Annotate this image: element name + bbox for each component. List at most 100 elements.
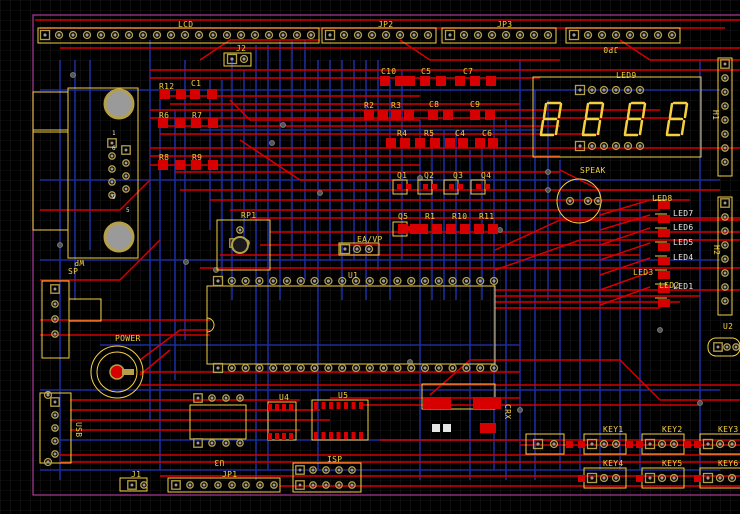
key2-pad: [644, 438, 656, 450]
led9-pad: [635, 141, 645, 151]
isp-pad: [309, 466, 317, 474]
led9-pad: [611, 141, 621, 151]
smd-pad: [430, 138, 440, 148]
h1-pad: [721, 102, 729, 110]
c3-pad: [480, 423, 496, 433]
smd-pad: [470, 76, 480, 86]
u1-pad: [365, 276, 374, 286]
lcd-pad: [96, 30, 106, 40]
label-r5: R5: [424, 129, 435, 138]
u3-pad: [236, 439, 244, 447]
h2-pad: [721, 269, 729, 277]
db9-pad: [122, 172, 130, 180]
transistor-pad: [397, 184, 402, 189]
u5-pad: [314, 402, 318, 409]
label-r3: R3: [391, 101, 402, 110]
label-key4: KEY4: [603, 459, 624, 468]
jp2-pad: [367, 30, 377, 40]
label-h2: H2: [712, 245, 721, 256]
j2-pad: [239, 54, 249, 64]
db9-pad: [122, 185, 130, 193]
label-u5: U5: [338, 391, 349, 400]
j2-pad: [226, 53, 238, 65]
led-pad: [658, 243, 670, 251]
c2-pad-2: [443, 424, 451, 432]
db9-pad: [108, 178, 116, 186]
key5-pad: [657, 473, 667, 483]
key-smd-pad: [566, 441, 573, 448]
label-led7: LED7: [673, 209, 694, 218]
usb-pad: [51, 411, 59, 419]
lcd-pad: [292, 30, 302, 40]
lcd-pad: [264, 30, 274, 40]
smd-pad: [208, 160, 218, 170]
u5-pad: [351, 432, 356, 439]
transistor-pad: [476, 184, 481, 189]
lcd-pad: [82, 30, 92, 40]
label-led4: LED4: [673, 253, 694, 262]
lcd-pad: [306, 30, 316, 40]
smd-pad: [386, 138, 396, 148]
u4-pad: [289, 433, 293, 440]
jp1-pad: [214, 481, 222, 489]
jp1-pad: [200, 481, 208, 489]
smd-pad: [175, 118, 185, 128]
jp1-pad: [270, 481, 278, 489]
key-pad: [549, 439, 559, 449]
speak-pad: [583, 196, 593, 206]
label-led3: LED3: [633, 268, 654, 277]
label-u4: U4: [279, 393, 290, 402]
key-smd-pad: [578, 475, 585, 482]
smd-pad: [446, 224, 456, 234]
label-c7: C7: [463, 67, 474, 76]
jp3-pad: [459, 30, 469, 40]
smd-pad: [475, 138, 485, 148]
label-led2: LED2: [659, 281, 680, 290]
label-c9: C9: [470, 100, 481, 109]
h2-pad: [721, 283, 729, 291]
sp-pad: [50, 284, 60, 294]
u1-pad: [476, 363, 485, 373]
u1-pad: [407, 276, 416, 286]
lcd-pad: [138, 30, 148, 40]
label-lcd: LCD: [178, 20, 194, 29]
smd-pad: [208, 118, 218, 128]
label-key1: KEY1: [603, 425, 624, 434]
jp2-pad: [381, 30, 391, 40]
u3-pad: [193, 393, 203, 403]
lcd-pad: [194, 30, 204, 40]
seven-segment-digits: [539, 101, 689, 137]
key-pad: [532, 438, 544, 450]
u3-pad: [222, 439, 230, 447]
u4-pad: [275, 433, 279, 440]
label-c1: C1: [191, 79, 202, 88]
label-r1: R1: [425, 212, 436, 221]
smd-pad: [400, 138, 410, 148]
jp2-pad: [423, 30, 433, 40]
u2-pad: [732, 343, 740, 351]
u1-pad: [269, 363, 278, 373]
speak-pad: [565, 196, 575, 206]
u5-pad: [329, 402, 333, 409]
label-r12: R12: [159, 82, 175, 91]
label-key3: KEY3: [718, 425, 739, 434]
label-u2: U2: [723, 322, 734, 331]
key2-pad: [657, 439, 667, 449]
u3-pad: [208, 439, 216, 447]
transistor-pad: [458, 184, 463, 189]
label-jp2: JP2: [378, 20, 394, 29]
led9-pad: [587, 141, 597, 151]
label-jp0: JP0: [603, 45, 619, 54]
label-c8: C8: [429, 100, 440, 109]
label-db9-pin6: 6: [112, 145, 116, 152]
label-jp3: JP3: [497, 20, 513, 29]
led9-pad: [574, 140, 586, 152]
u1-pad: [269, 276, 278, 286]
label-c6: C6: [482, 129, 493, 138]
usb-pad: [51, 424, 59, 432]
label-r2: R2: [364, 101, 375, 110]
smd-pad: [486, 76, 496, 86]
db9-pad: [108, 191, 116, 199]
u1-pad: [227, 363, 236, 373]
rp1-pad: [236, 226, 244, 234]
